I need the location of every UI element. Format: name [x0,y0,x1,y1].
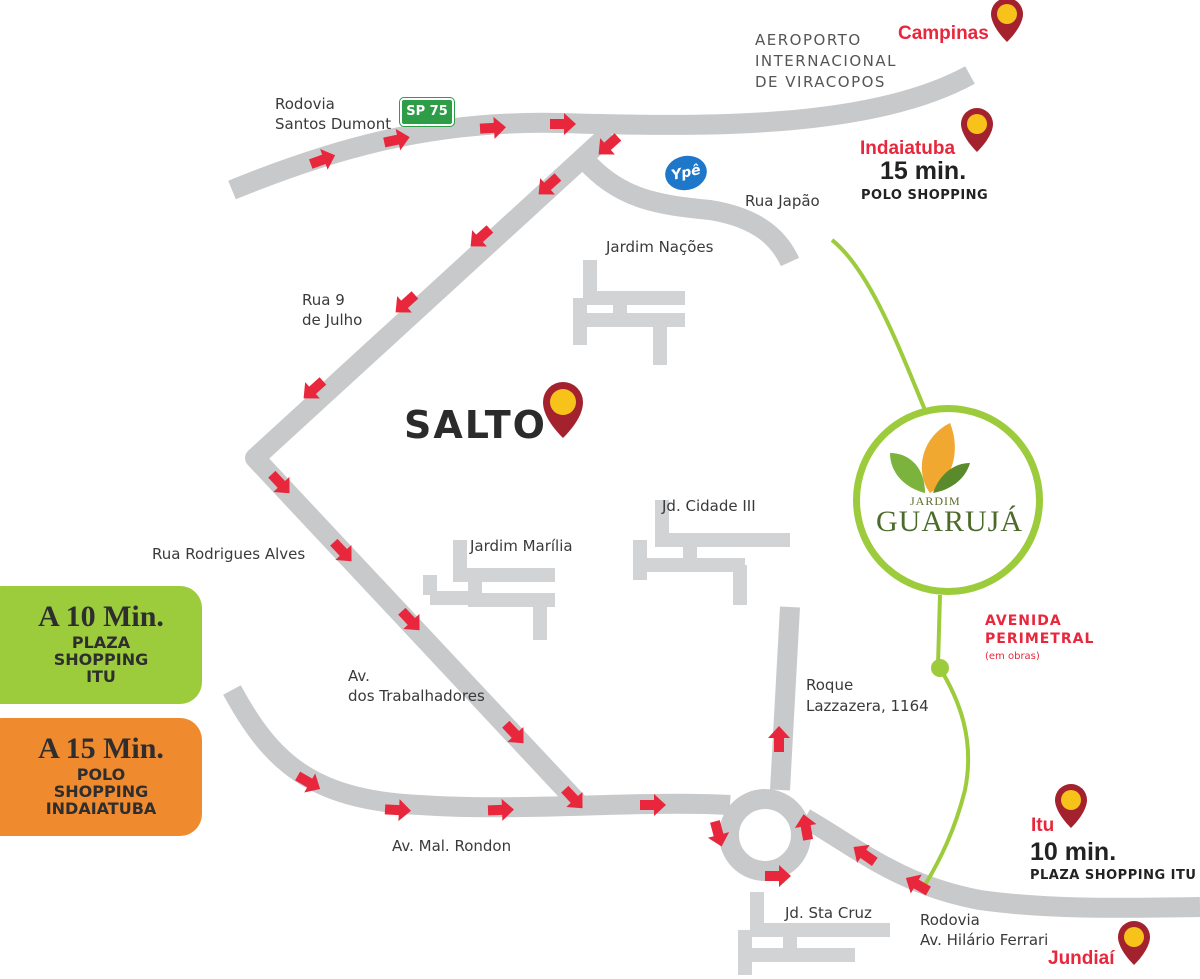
road-rua-japao [577,153,800,267]
itu-sub: PLAZA SHOPPING ITU [1030,868,1197,883]
label-rua-rodrigues-alves: Rua Rodrigues Alves [152,545,306,563]
itu-pin [1055,784,1087,828]
block-sta-cruz [738,892,890,975]
label-salto: SALTO [404,403,547,447]
card-10-min-title: A 10 Min. [38,600,164,633]
sp75-shield: SP 75 [399,97,455,127]
label-av-trabalhadores: Av. dos Trabalhadores [348,667,485,705]
card-10-min-sub: PLAZA SHOPPING ITU [53,633,149,686]
indaiatuba-pin [961,108,993,152]
label-airport: AEROPORTO INTERNACIONAL DE VIRACOPOS [755,31,897,91]
label-jundiai: Jundiaí [1048,948,1115,969]
road-hilario-ferrari [799,809,1200,918]
card-10-min: A 10 Min. PLAZA SHOPPING ITU [0,586,202,704]
label-rua-japao: Rua Japão [745,192,820,210]
jundiai-pin [1118,921,1150,965]
label-indaiatuba: Indaiatuba [860,138,956,159]
road-roque-lazzazera [770,606,800,791]
logo-jardim: JARDIM [910,494,961,508]
itu-time: 10 min. [1030,838,1117,866]
card-15-min-sub: POLO SHOPPING INDAIATUBA [45,765,157,818]
label-av-perimetral: AVENIDA PERIMETRAL (em obras) [985,612,1094,666]
block-cidade [633,500,790,605]
road-rua-9-de-julho [245,125,617,812]
indaiatuba-sub: POLO SHOPPING [861,188,989,203]
label-jardim-nacoes: Jardim Nações [606,238,714,256]
indaiatuba-time: 15 min. [880,157,967,185]
label-jd-cidade: Jd. Cidade III [662,497,756,515]
label-jardim-marilia: Jardim Marília [470,537,573,555]
logo-guaruja: GUARUJÁ [876,505,1024,538]
block-jardim-marilia [423,540,555,640]
green-route [830,238,971,887]
perimetral-dot [931,659,949,677]
label-roque-lazzazera: Roque Lazzazera, 1164 [806,676,929,715]
campinas-pin [991,0,1023,42]
leaf-icon [890,423,970,493]
em-obras: (em obras) [985,651,1040,662]
label-rodovia-hilario: Rodovia Av. Hilário Ferrari [920,911,1049,949]
av-perimetral-text: AVENIDA PERIMETRAL [985,613,1095,647]
direction-arrows [268,113,931,896]
label-rodovia-santos-dumont: Rodovia Santos Dumont [275,95,392,133]
block-jardim-nacoes [573,260,685,365]
label-av-mal-rondon: Av. Mal. Rondon [392,837,512,855]
roundabout [719,789,811,881]
label-jd-sta-cruz: Jd. Sta Cruz [785,904,872,922]
card-15-min: A 15 Min. POLO SHOPPING INDAIATUBA [0,718,202,836]
label-rua-9-de-julho: Rua 9 de Julho [302,291,363,329]
card-15-min-title: A 15 Min. [38,732,164,765]
label-itu: Itu [1031,815,1055,836]
salto-pin [543,382,583,438]
label-campinas: Campinas [898,23,989,44]
